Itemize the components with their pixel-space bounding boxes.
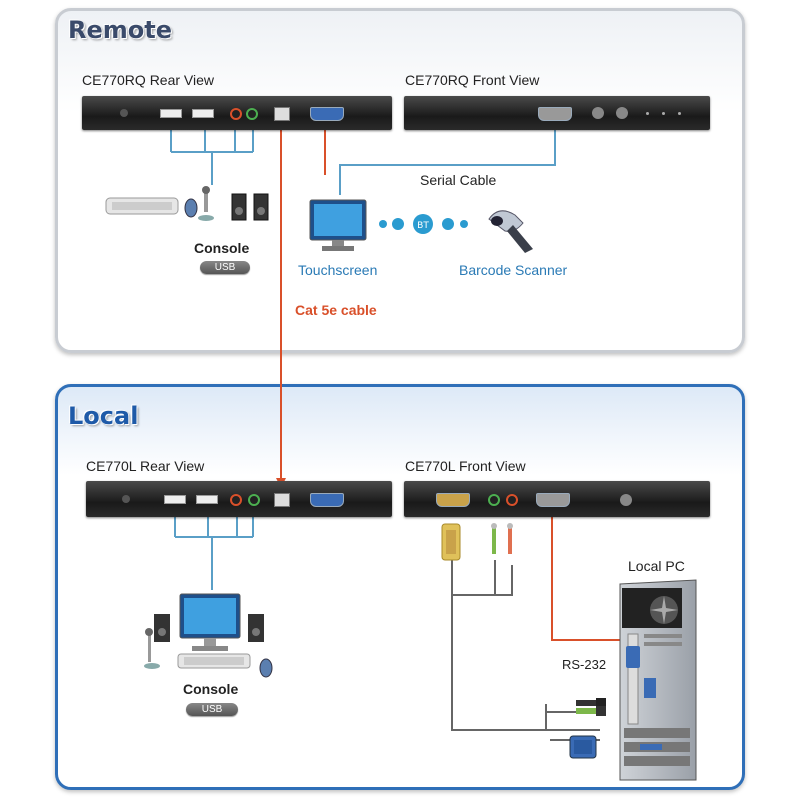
audio-port-icon	[230, 494, 242, 506]
remote-console-wires	[170, 130, 254, 185]
speaker-icon	[253, 193, 269, 221]
local-console-wires	[174, 517, 254, 590]
rs232-label: RS-232	[562, 657, 607, 672]
led-icon	[662, 112, 665, 115]
keyboard-icon	[105, 197, 179, 215]
audio-plug-icon	[491, 523, 497, 554]
wireless-dots: BT	[379, 214, 468, 234]
remote-usb-badge: USB	[200, 261, 250, 274]
local-front-view-label: CE770L Front View	[405, 458, 526, 474]
local-console-label: Console	[183, 681, 239, 697]
remote-rear-view-label: CE770RQ Rear View	[82, 72, 215, 88]
local-usb-badge: USB	[186, 703, 238, 716]
local-rear-view-label: CE770L Rear View	[86, 458, 205, 474]
audio-port-icon	[488, 494, 500, 506]
touchscreen-icon	[309, 199, 367, 251]
cat5e-cable-label: Cat 5e cable	[295, 302, 377, 318]
remote-title: Remote	[68, 16, 173, 44]
audio-port-icon	[230, 108, 242, 120]
remote-rear-unit	[82, 96, 392, 130]
power-jack-icon	[120, 109, 128, 117]
serial-port-icon	[536, 493, 570, 507]
svg-text:BT: BT	[417, 221, 429, 231]
serial-cable-label: Serial Cable	[420, 172, 497, 188]
audio-port-icon	[246, 108, 258, 120]
local-pc-icon	[619, 579, 697, 781]
vga-connector-icon	[441, 523, 461, 561]
usb-port-icon	[192, 109, 214, 118]
cat5e-cable-line	[276, 124, 286, 488]
local-title: Local	[68, 402, 139, 430]
audio-plug-icon	[507, 523, 513, 554]
button-icon	[620, 494, 632, 506]
remote-console-devices	[105, 186, 269, 221]
led-icon	[678, 112, 681, 115]
remote-front-view-label: CE770RQ Front View	[405, 72, 540, 88]
barcode-scanner-icon	[488, 210, 533, 253]
button-icon	[592, 107, 604, 119]
touchscreen-label: Touchscreen	[298, 262, 378, 278]
speaker-icon	[154, 614, 170, 642]
usb-port-icon	[164, 495, 186, 504]
speaker-icon	[248, 614, 264, 642]
mouse-icon	[184, 198, 198, 218]
remote-console-label: Console	[194, 240, 250, 256]
pc-plugged-cables	[545, 698, 606, 759]
button-icon	[616, 107, 628, 119]
power-jack-icon	[122, 495, 130, 503]
barcode-scanner-label: Barcode Scanner	[459, 262, 568, 278]
vga-port-icon	[310, 493, 344, 507]
remote-front-unit	[404, 96, 710, 130]
local-front-unit	[404, 481, 710, 517]
usb-port-icon	[160, 109, 182, 118]
serial-cable-wire	[339, 125, 556, 195]
audio-plug-icon	[576, 698, 606, 708]
local-pc-label: Local PC	[628, 558, 685, 574]
local-rear-unit	[86, 481, 392, 517]
mouse-icon	[259, 658, 273, 678]
rj45-port-icon	[274, 107, 290, 121]
kvm-port-icon	[436, 493, 470, 507]
usb-port-icon	[196, 495, 218, 504]
microphone-icon	[198, 186, 214, 221]
rs232-wire	[551, 512, 625, 641]
microphone-icon	[144, 628, 160, 669]
vga-port-icon	[310, 107, 344, 121]
audio-port-icon	[248, 494, 260, 506]
rj45-port-icon	[274, 493, 290, 507]
local-console-devices	[144, 593, 273, 678]
speaker-icon	[231, 193, 247, 221]
led-icon	[646, 112, 649, 115]
vga-connector-icon	[569, 735, 597, 759]
audio-plug-icon	[576, 706, 606, 716]
serial-port-icon	[538, 107, 572, 121]
keyboard-icon	[177, 653, 251, 669]
audio-port-icon	[506, 494, 518, 506]
remote-panel	[55, 8, 745, 353]
monitor-icon	[179, 593, 241, 651]
kvm-cable-connectors	[441, 523, 513, 561]
